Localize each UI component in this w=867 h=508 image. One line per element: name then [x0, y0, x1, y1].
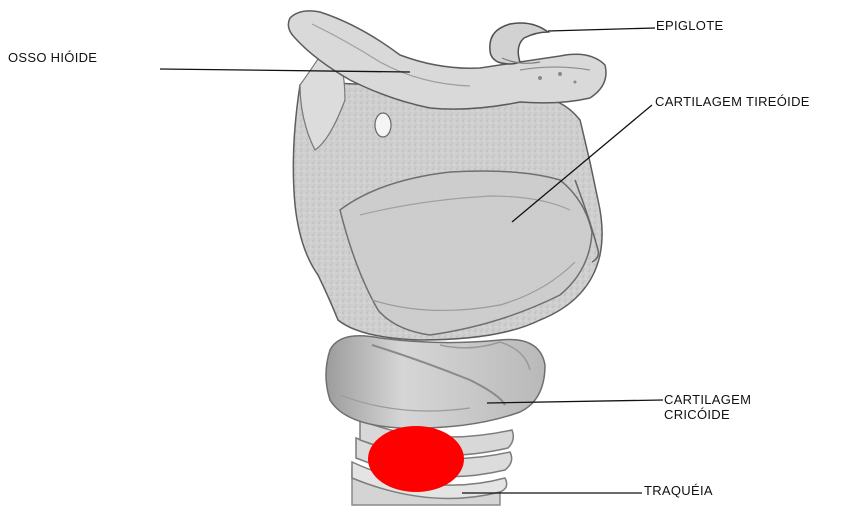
label-cartilagem-tireoide: CARTILAGEM TIREÓIDE	[655, 94, 810, 109]
label-epiglote: EPIGLOTE	[656, 18, 723, 33]
label-osso-hioide: OSSO HIÓIDE	[8, 50, 97, 65]
epiglottis	[490, 23, 548, 64]
label-traqueia: TRAQUÉIA	[644, 483, 713, 498]
cricoid-cartilage	[326, 336, 545, 428]
label-cricoid-line2: CRICÓIDE	[664, 407, 751, 422]
highlight-marker	[368, 426, 464, 492]
leader-line-epiglottis	[548, 28, 655, 31]
label-cricoid-line1: CARTILAGEM	[664, 392, 751, 407]
label-cartilagem-cricoide: CARTILAGEM CRICÓIDE	[664, 392, 751, 422]
